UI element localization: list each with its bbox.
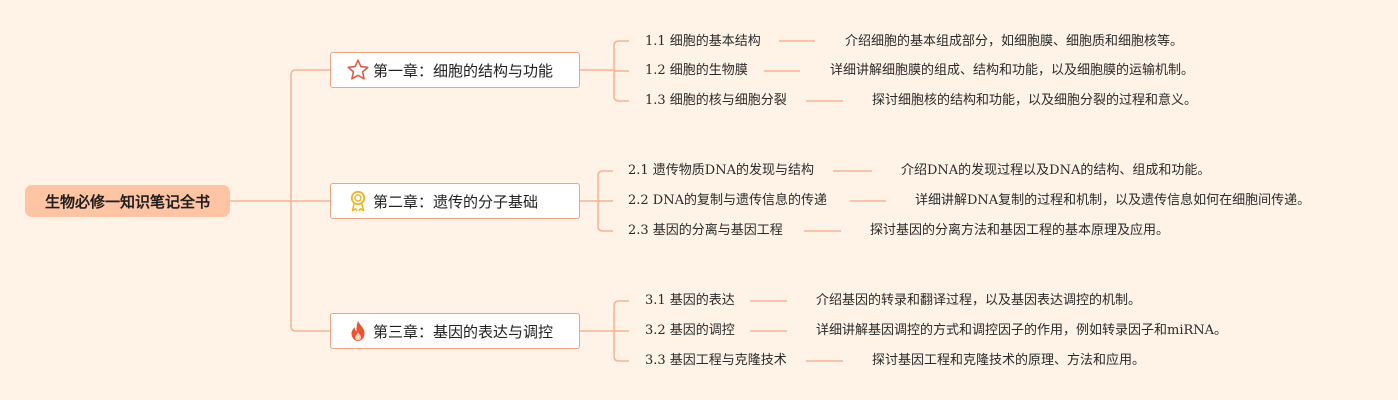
chapter-1-label: 第一章：细胞的结构与功能: [373, 61, 554, 80]
root-title: 生物必修一知识笔记全书: [44, 192, 210, 211]
section-1-1-title: 1.1 细胞的基本结构: [645, 34, 761, 49]
section-1-3-title: 1.3 细胞的核与细胞分裂: [645, 93, 787, 108]
chapter-3-node[interactable]: 第三章：基因的表达与调控: [330, 313, 580, 349]
award-ribbon-icon: [345, 188, 371, 214]
section-2-2-title: 2.2 DNA的复制与遗传信息的传递: [628, 193, 827, 208]
section-1-1-desc: 介绍细胞的基本组成部分，如细胞膜、细胞质和细胞核等。: [845, 34, 1184, 49]
chapter-2-node[interactable]: 第二章：遗传的分子基础: [330, 183, 580, 219]
chapter-2-label: 第二章：遗传的分子基础: [373, 192, 539, 211]
section-3-3-title: 3.3 基因工程与克隆技术: [645, 353, 787, 368]
section-1-2-title: 1.2 细胞的生物膜: [645, 63, 748, 78]
chapter-3-label: 第三章：基因的表达与调控: [373, 322, 554, 341]
section-2-1-desc: 介绍DNA的发现过程以及DNA的结构、组成和功能。: [901, 163, 1211, 178]
root-topic[interactable]: 生物必修一知识笔记全书: [25, 185, 230, 217]
chapter-1-node[interactable]: 第一章：细胞的结构与功能: [330, 52, 580, 88]
section-3-2-title: 3.2 基因的调控: [645, 323, 735, 338]
fire-icon: [345, 318, 371, 344]
section-2-2-desc: 详细讲解DNA复制的过程和机制，以及遗传信息如何在细胞间传递。: [915, 193, 1311, 208]
section-3-1-desc: 介绍基因的转录和翻译过程，以及基因表达调控的机制。: [816, 293, 1142, 308]
section-3-3-desc: 探讨基因工程和克隆技术的原理、方法和应用。: [872, 353, 1146, 368]
section-3-1-title: 3.1 基因的表达: [645, 293, 735, 308]
section-1-3-desc: 探讨细胞核的结构和功能，以及细胞分裂的过程和意义。: [872, 93, 1198, 108]
section-2-3-title: 2.3 基因的分离与基因工程: [628, 223, 783, 238]
section-3-2-desc: 详细讲解基因调控的方式和调控因子的作用，例如转录因子和miRNA。: [816, 323, 1228, 338]
section-2-3-desc: 探讨基因的分离方法和基因工程的基本原理及应用。: [870, 223, 1170, 238]
section-1-2-desc: 详细讲解细胞膜的组成、结构和功能，以及细胞膜的运输机制。: [830, 63, 1195, 78]
star-icon: [345, 57, 371, 83]
section-2-1-title: 2.1 遗传物质DNA的发现与结构: [628, 163, 814, 178]
